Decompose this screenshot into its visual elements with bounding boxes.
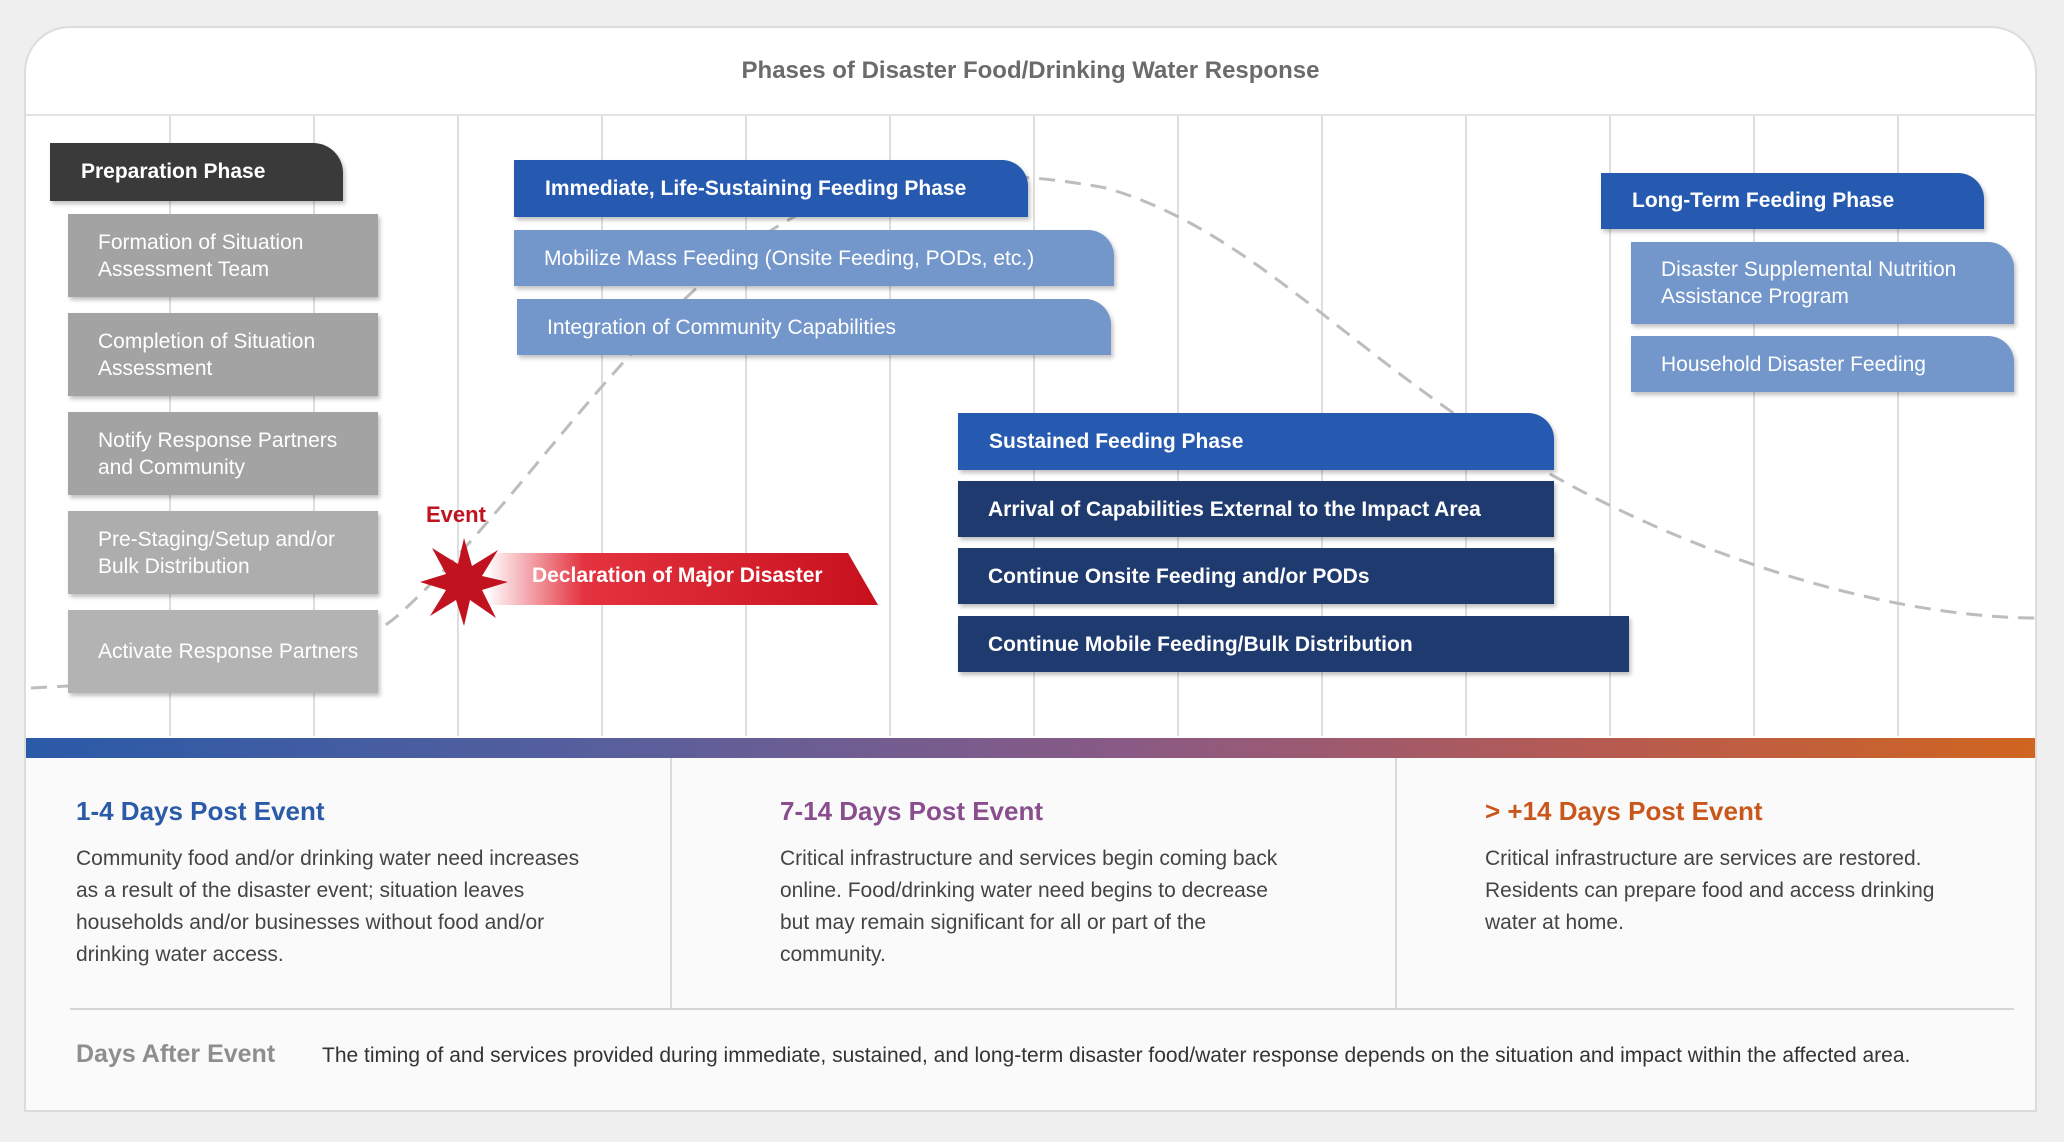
divider <box>70 1008 2014 1010</box>
grid-line <box>457 116 459 736</box>
grid-line <box>889 116 891 736</box>
period-description: Critical infrastructure and services beg… <box>780 847 1278 966</box>
time-period-panel: 1-4 Days Post Event Community food and/o… <box>26 758 2035 1110</box>
explosion-icon <box>420 538 508 626</box>
period-column: 1-4 Days Post Event Community food and/o… <box>76 758 696 1008</box>
event-label: Event <box>426 502 486 527</box>
period-heading: 7-14 Days Post Event <box>780 796 1044 826</box>
grid-line <box>1609 116 1611 736</box>
longterm-item: Disaster Supplemental Nutrition Assistan… <box>1631 242 2014 324</box>
diagram-card: Phases of Disaster Food/Drinking Water R… <box>24 26 2037 1112</box>
sustained-phase-tab: Sustained Feeding Phase <box>958 413 1554 470</box>
period-heading: > +14 Days Post Event <box>1485 796 1763 826</box>
sustained-item: Continue Mobile Feeding/Bulk Distributio… <box>958 616 1629 672</box>
immediate-phase-tab: Immediate, Life-Sustaining Feeding Phase <box>514 160 1028 217</box>
preparation-step: Pre-Staging/Setup and/or Bulk Distributi… <box>68 511 378 594</box>
grid-line <box>1753 116 1755 736</box>
period-heading: 1-4 Days Post Event <box>76 796 325 826</box>
period-description: Critical infrastructure are services are… <box>1485 847 1935 934</box>
preparation-step: Formation of Situation Assessment Team <box>68 214 378 297</box>
longterm-item: Household Disaster Feeding <box>1631 336 2014 392</box>
period-column: > +14 Days Post Event Critical infrastru… <box>1395 758 2035 1008</box>
declaration-ribbon <box>486 553 878 605</box>
declaration-label: Declaration of Major Disaster <box>532 564 823 587</box>
period-description: Community food and/or drinking water nee… <box>76 847 580 966</box>
longterm-phase-tab: Long-Term Feeding Phase <box>1601 173 1984 229</box>
grid-line <box>1897 116 1899 736</box>
immediate-item: Integration of Community Capabilities <box>517 299 1111 355</box>
diagram-title: Phases of Disaster Food/Drinking Water R… <box>26 28 2035 116</box>
timeline-bar <box>26 738 2035 758</box>
preparation-step: Completion of Situation Assessment <box>68 313 378 396</box>
sustained-item: Continue Onsite Feeding and/or PODs <box>958 548 1554 604</box>
preparation-phase-tab: Preparation Phase <box>50 143 343 201</box>
sustained-item: Arrival of Capabilities External to the … <box>958 481 1554 537</box>
preparation-step: Notify Response Partners and Community <box>68 412 378 495</box>
preparation-step: Activate Response Partners <box>68 610 378 693</box>
timing-note: The timing of and services provided duri… <box>322 1044 1911 1067</box>
grid-line <box>601 116 603 736</box>
grid-line <box>745 116 747 736</box>
period-column: 7-14 Days Post Event Critical infrastruc… <box>670 758 1396 1008</box>
immediate-item: Mobilize Mass Feeding (Onsite Feeding, P… <box>514 230 1114 286</box>
days-after-event-label: Days After Event <box>76 1040 276 1068</box>
